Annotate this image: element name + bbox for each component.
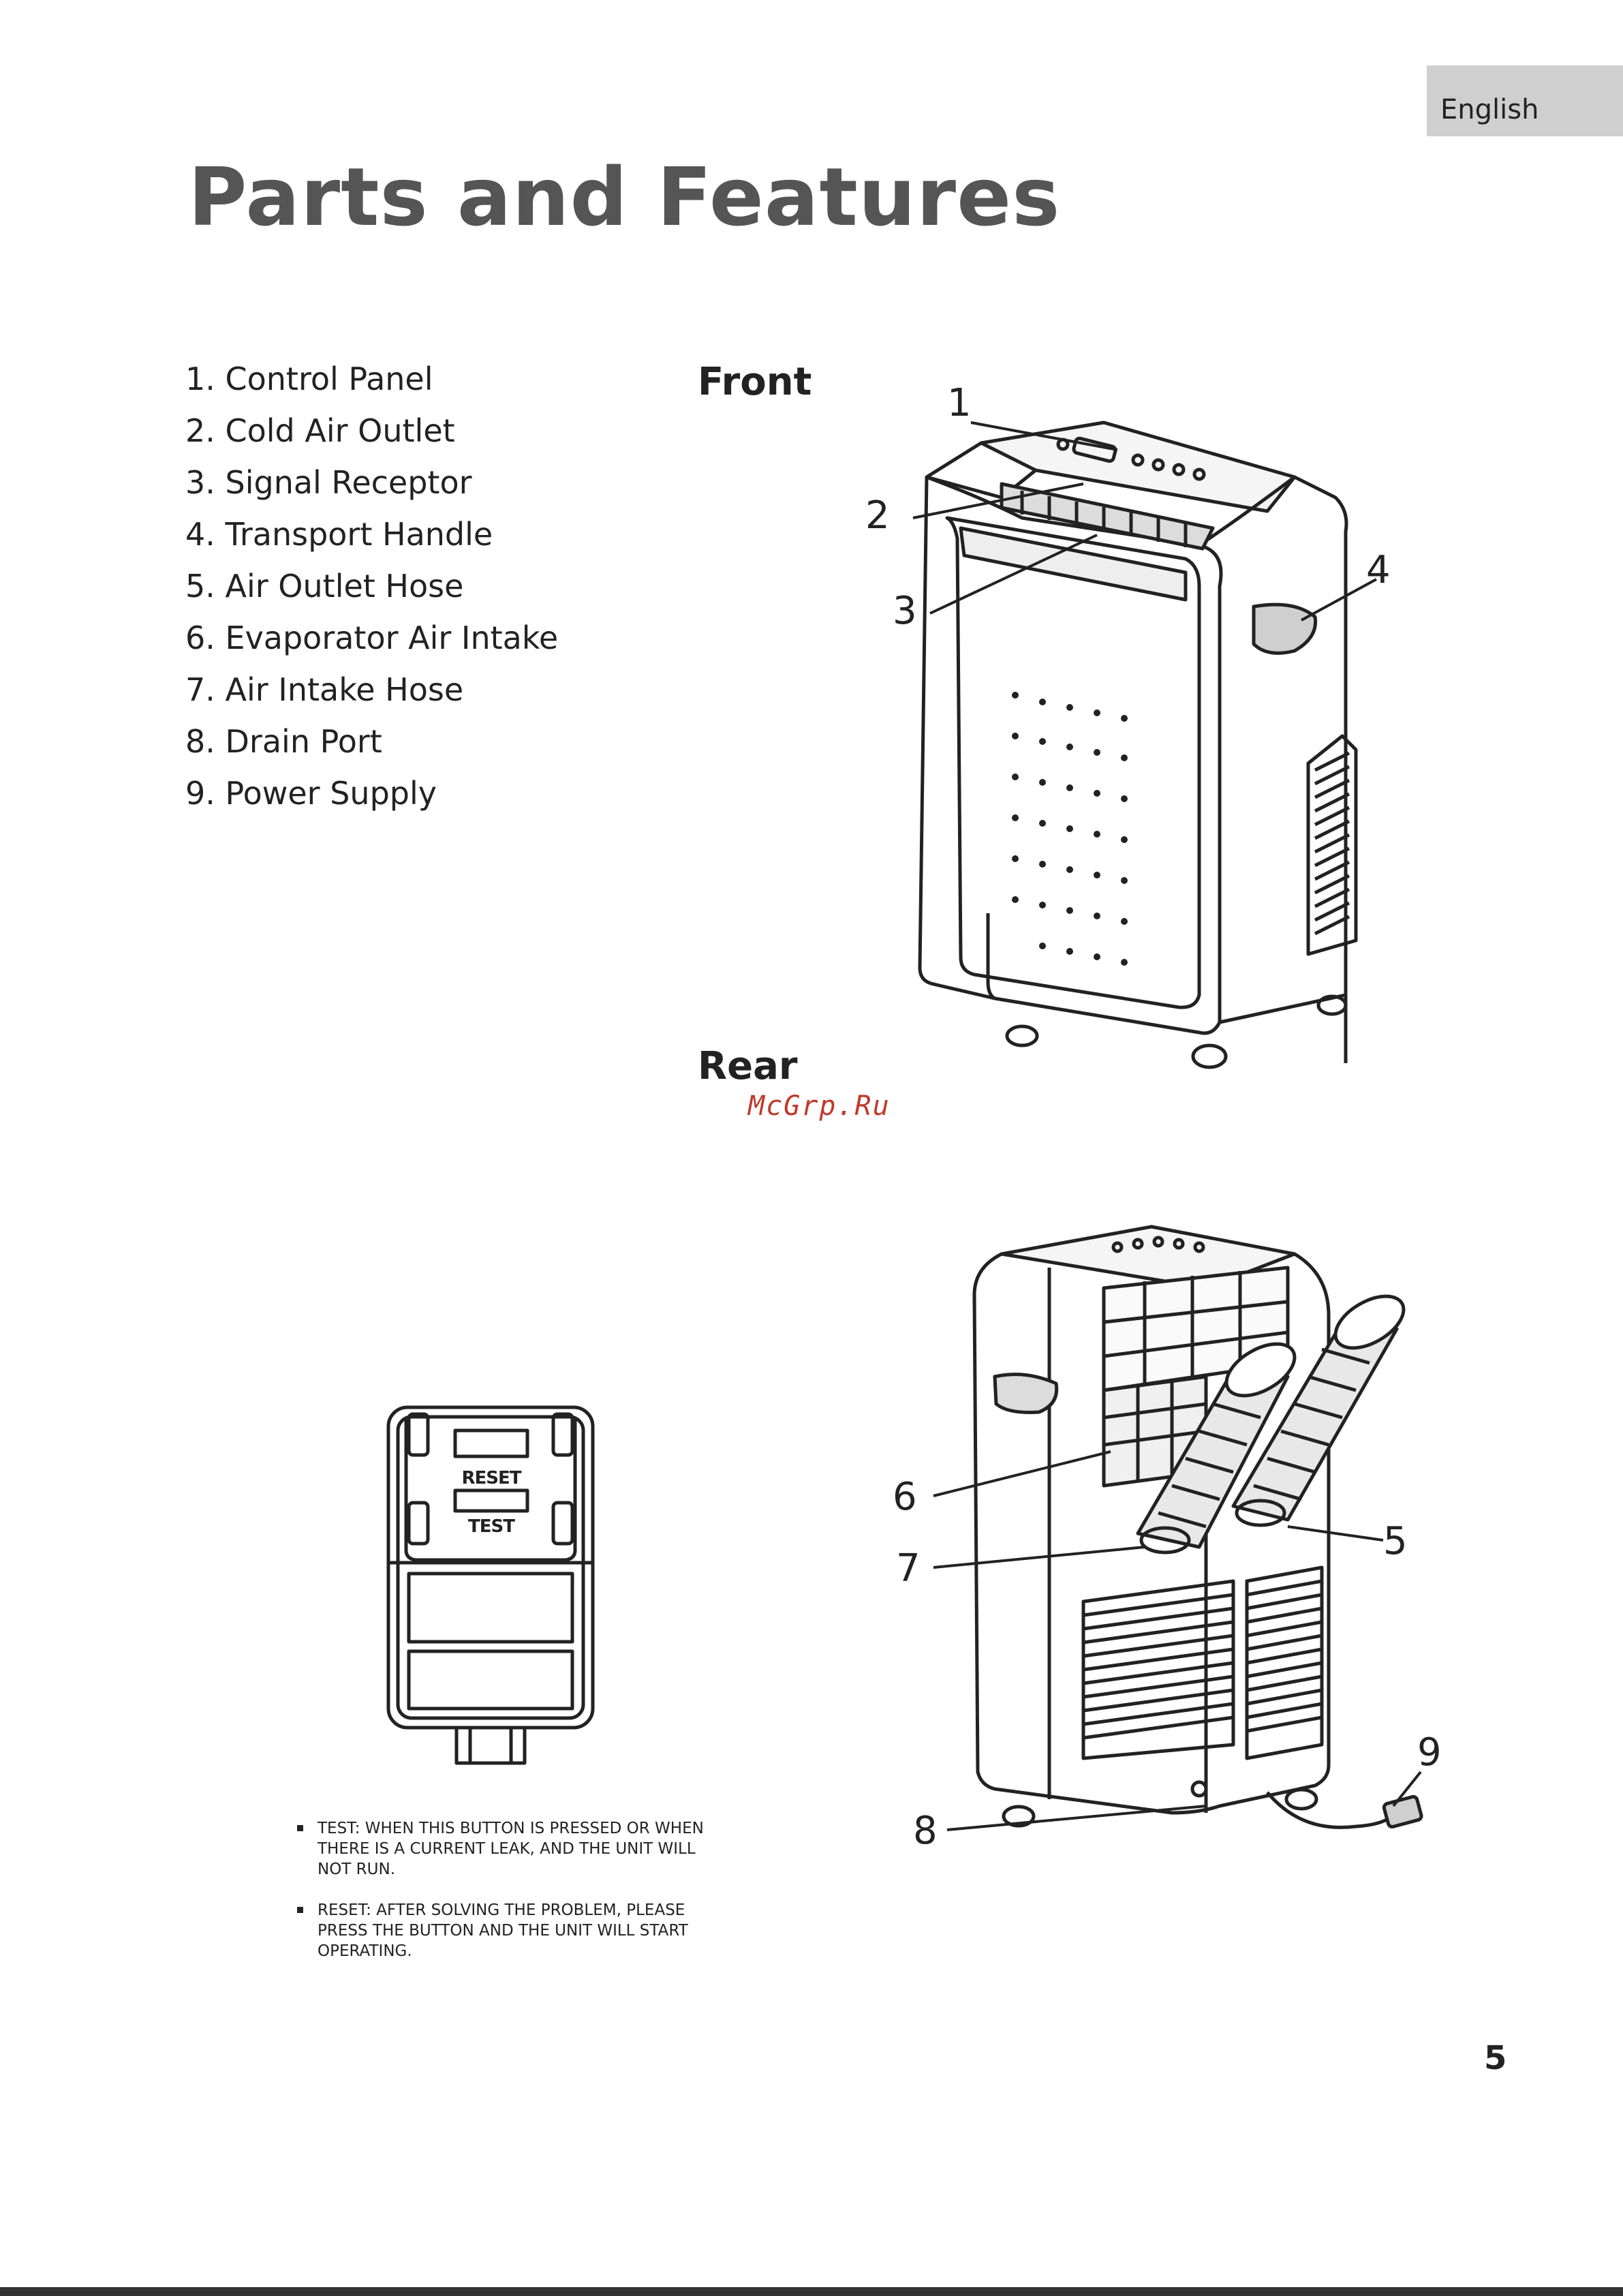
list-item: 7. Air Intake Hose [185,671,464,708]
list-item: 5. Air Outlet Hose [185,568,464,604]
callout-7: 7 [896,1546,921,1591]
callout-1: 1 [947,382,972,425]
callout-2: 2 [865,493,890,538]
plug-notes: TEST: WHEN THIS BUTTON IS PRESSED OR WHE… [297,1818,706,1982]
rear-heading: Rear [698,1044,798,1088]
reset-button-label: RESET [461,1468,521,1488]
test-button-label: TEST [468,1516,515,1537]
callout-6: 6 [893,1475,917,1519]
watermark: McGrp.Ru [748,1090,891,1122]
language-label: English [1440,94,1539,125]
footer-rule [0,2287,1623,2296]
callout-4: 4 [1366,548,1391,592]
list-item: 6. Evaporator Air Intake [185,619,559,656]
list-item: 2. Cold Air Outlet [185,412,455,449]
callout-5: 5 [1383,1519,1408,1563]
parts-list: 1. Control Panel 2. Cold Air Outlet 3. S… [185,353,558,819]
note-reset: RESET: AFTER SOLVING THE PROBLEM, PLEASE… [297,1900,706,1961]
callout-9: 9 [1417,1730,1442,1775]
list-item: 1. Control Panel [185,361,433,397]
list-item: 4. Transport Handle [185,516,493,553]
list-item: 8. Drain Port [185,723,382,760]
plug-illustration: RESET TEST [386,1405,595,1765]
list-item: 3. Signal Receptor [185,464,472,501]
callout-8: 8 [913,1809,938,1853]
callout-3: 3 [893,589,917,633]
front-heading: Front [698,360,812,404]
front-unit-illustration: 1 2 3 4 [865,382,1391,1069]
page-number: 5 [1484,2039,1507,2077]
note-test: TEST: WHEN THIS BUTTON IS PRESSED OR WHE… [297,1818,706,1880]
list-item: 9. Power Supply [185,775,437,812]
page-title: Parts and Features [188,150,1061,244]
language-tab: English [1427,65,1623,136]
rear-unit-illustration: 6 7 5 9 8 [893,1225,1442,1853]
